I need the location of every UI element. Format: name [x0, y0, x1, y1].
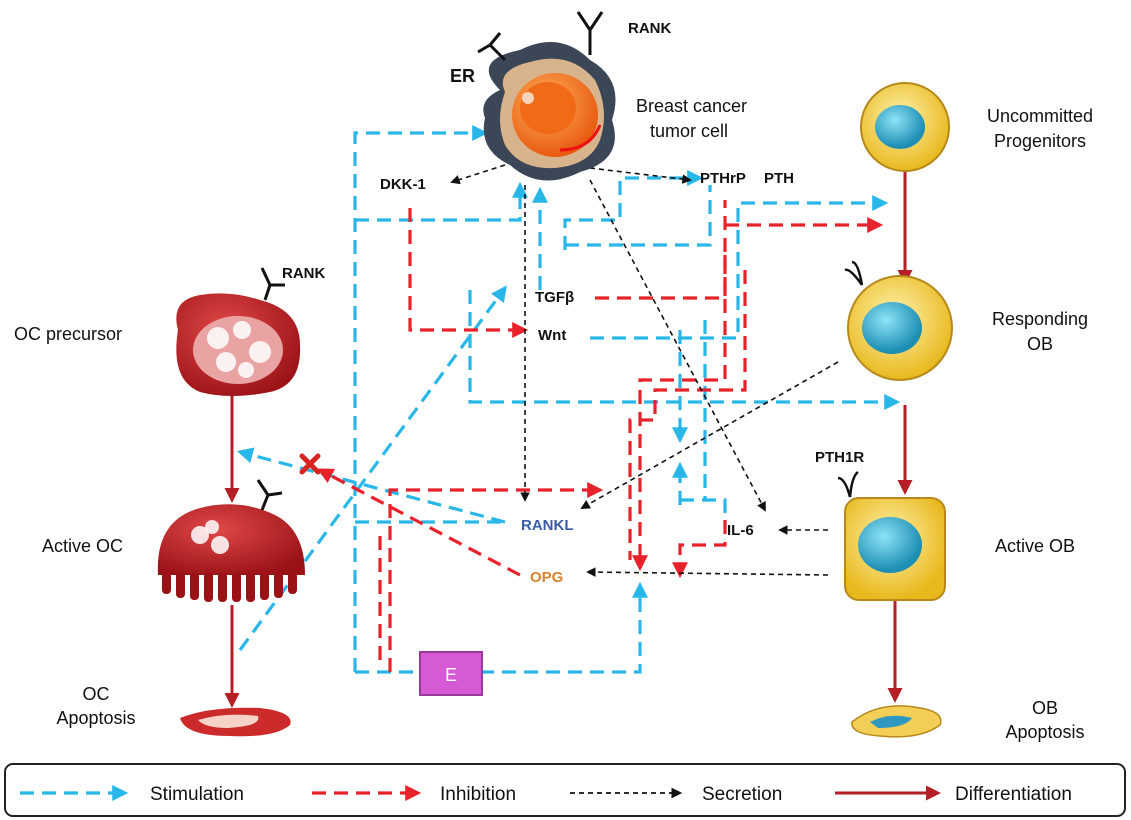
tgfb-label: TGFβ — [535, 289, 574, 306]
rank-top-label: RANK — [628, 20, 671, 37]
ob-apoptosis-cell — [851, 705, 942, 738]
tumor-label-line2: tumor cell — [650, 121, 728, 141]
legend-secretion-label: Secretion — [702, 784, 782, 805]
pthrp-label: PTHrP — [700, 170, 746, 187]
tumor-cell — [477, 11, 616, 181]
e-box-label: E — [445, 665, 457, 685]
er-label: ER — [450, 66, 475, 86]
uncommitted-label-line2: Progenitors — [994, 131, 1086, 151]
oc-apoptosis-label-line2: Apoptosis — [56, 708, 135, 728]
wnt-label: Wnt — [538, 327, 566, 344]
active-oc-label: Active OC — [42, 536, 123, 556]
legend-stimulation-label: Stimulation — [150, 784, 244, 805]
oc-apoptosis-label-line1: OC — [83, 684, 110, 704]
legend: Stimulation Inhibition Secretion Differe… — [4, 763, 1126, 817]
responding-label-line2: OB — [1027, 334, 1053, 354]
il6-label: IL-6 — [727, 522, 754, 539]
opg-label: OPG — [530, 569, 563, 586]
stimulation-lines — [236, 125, 901, 674]
pth-label: PTH — [764, 170, 794, 187]
uncommitted-progenitor-cell — [860, 82, 950, 172]
e-box: E — [419, 651, 483, 696]
oc-apoptosis-cell — [180, 707, 291, 737]
inhibition-lines — [317, 200, 884, 672]
ob-apoptosis-label-line2: Apoptosis — [1005, 722, 1084, 742]
legend-differentiation-label: Differentiation — [955, 784, 1072, 805]
active-oc-cell — [157, 479, 305, 602]
pth1r-label: PTH1R — [815, 449, 864, 466]
rank-left-label: RANK — [282, 265, 325, 282]
active-ob-label: Active OB — [995, 536, 1075, 556]
dkk1-label: DKK-1 — [380, 176, 426, 193]
oc-precursor-label: OC precursor — [14, 324, 122, 344]
secretion-lines — [450, 164, 839, 577]
responding-label-line1: Responding — [992, 309, 1088, 329]
ob-apoptosis-label-line1: OB — [1032, 698, 1058, 718]
block-x-mark — [299, 453, 321, 475]
responding-ob-cell — [844, 260, 953, 381]
active-ob-cell — [837, 470, 946, 601]
oc-precursor-cell — [176, 267, 301, 396]
legend-inhibition-label: Inhibition — [440, 784, 516, 805]
tumor-label-line1: Breast cancer — [636, 96, 747, 116]
differentiation-lines — [224, 168, 913, 708]
rankl-label: RANKL — [521, 517, 574, 534]
uncommitted-label-line1: Uncommitted — [987, 106, 1093, 126]
